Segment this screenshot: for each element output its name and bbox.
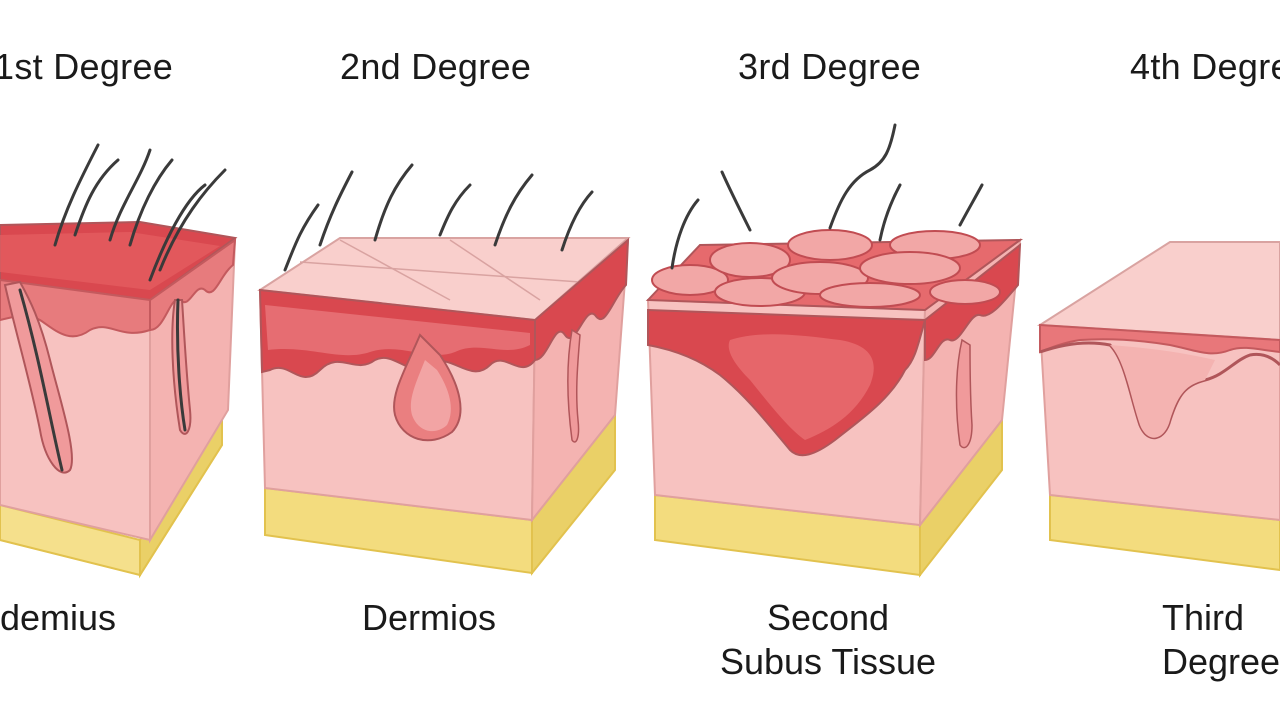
panel-3-caption-line-2: Subus Tissue <box>719 641 937 682</box>
panel-4-caption-line-1: Third <box>1162 597 1245 638</box>
panel-4-caption: Third Degree <box>1162 596 1280 684</box>
panel-1-caption-line-1: idemius <box>0 597 117 638</box>
panel-4-caption-line-2: Degree <box>1162 641 1280 682</box>
skin-block-2 <box>257 163 631 576</box>
epidermis-top-4 <box>1036 241 1280 342</box>
panel-2-caption: Dermios <box>362 596 496 640</box>
panel-1-title: 1st Degree <box>0 46 174 87</box>
skin-block-3 <box>645 123 1024 578</box>
panel-3-caption-line-1: Second <box>766 597 890 638</box>
skin-block-4 <box>1036 241 1280 572</box>
panel-2-title: 2nd Degree <box>340 46 532 87</box>
panel-3-caption: Second Subus Tissue <box>706 596 950 684</box>
skin-block-1 <box>0 143 238 579</box>
panel-4-title: 4th Degree <box>1130 46 1280 87</box>
panel-1-caption: idemius <box>0 596 116 640</box>
blister-cells <box>651 229 1001 308</box>
panel-2-caption-line-1: Dermios <box>362 597 497 638</box>
panel-3-title: 3rd Degree <box>738 46 922 87</box>
